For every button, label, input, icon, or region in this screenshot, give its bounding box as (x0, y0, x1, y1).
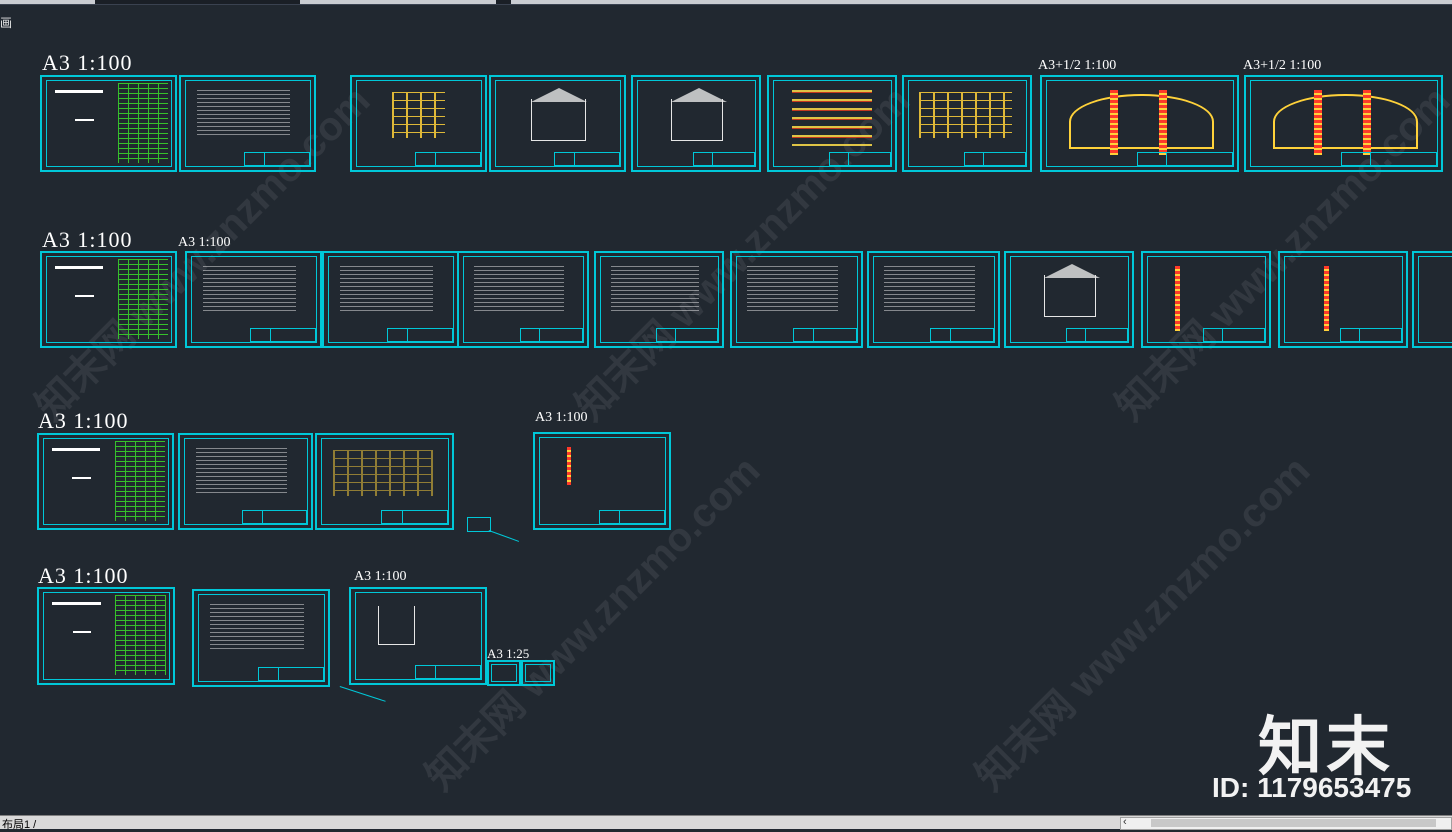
sheet-detail[interactable] (533, 432, 671, 530)
scroll-left-icon[interactable]: ‹ (1123, 816, 1127, 828)
row-3-scale-label: A3 1:100 (38, 408, 129, 433)
sheet-small-detail[interactable] (487, 660, 521, 686)
sheet-detail[interactable] (349, 587, 487, 685)
sheet-cover[interactable] (40, 75, 177, 172)
sheet-notes[interactable] (185, 251, 322, 348)
sheet-notes[interactable] (594, 251, 724, 348)
sheet-small-detail[interactable] (521, 660, 555, 686)
brand-logo: 知末 (1258, 711, 1394, 783)
row-1-scale-label: A3 1:100 (42, 50, 133, 75)
sheet-cover[interactable] (40, 251, 177, 348)
scroll-thumb[interactable] (1151, 819, 1436, 827)
sheet-column-detail[interactable] (1278, 251, 1408, 348)
toolbar-segment[interactable] (0, 0, 95, 4)
horizontal-scrollbar[interactable]: ‹ (1120, 816, 1452, 830)
sheet-column-detail[interactable] (1141, 251, 1271, 348)
sheet-notes[interactable] (867, 251, 1000, 348)
sheet-notes[interactable] (192, 589, 330, 687)
sheet-partial[interactable] (1412, 251, 1452, 348)
sheet-elevation[interactable] (902, 75, 1032, 172)
leader-line (339, 686, 386, 702)
sheet-scale-label: A3 1:25 (487, 646, 530, 661)
sheet-cover[interactable] (37, 433, 174, 530)
sheet-notes[interactable] (179, 75, 316, 172)
sheet-plan[interactable] (350, 75, 487, 172)
row-2-scale-label: A3 1:100 (42, 227, 133, 252)
sheet-arch-elevation[interactable] (1244, 75, 1443, 172)
sheet-section[interactable] (631, 75, 761, 172)
detail-callout-box[interactable] (467, 517, 491, 532)
sheet-roof-plan[interactable] (767, 75, 897, 172)
sheet-section[interactable] (489, 75, 626, 172)
sheet-table[interactable] (322, 251, 459, 348)
sheet-arch-elevation[interactable] (1040, 75, 1239, 172)
resource-id: ID: 1179653475 (1212, 772, 1412, 803)
toolbar-segment[interactable] (511, 0, 1452, 4)
row-4-scale-label: A3 1:100 (38, 563, 129, 588)
sheet-notes[interactable] (178, 433, 313, 530)
sheet-cover[interactable] (37, 587, 175, 685)
viewport-corner-label: 画 (0, 16, 13, 30)
sheet-scale-label: A3 1:100 (535, 410, 588, 425)
sheet-section-detail[interactable] (1004, 251, 1134, 348)
layout-tab-bar: 布局1 / ‹ (0, 815, 1452, 831)
sheet-notes[interactable] (457, 251, 589, 348)
top-toolbar-strip (0, 0, 1452, 5)
sheet-notes[interactable] (730, 251, 863, 348)
sheet-scale-label: A3 1:100 (178, 235, 231, 250)
layout-tab[interactable]: 布局1 / (2, 819, 37, 831)
sheet-scale-label: A3+1/2 1:100 (1038, 58, 1117, 73)
sheet-wiring[interactable] (315, 433, 454, 530)
leader-line (488, 530, 520, 542)
toolbar-segment[interactable] (300, 0, 496, 4)
sheet-scale-label: A3+1/2 1:100 (1243, 58, 1322, 73)
sheet-scale-label: A3 1:100 (354, 569, 407, 584)
